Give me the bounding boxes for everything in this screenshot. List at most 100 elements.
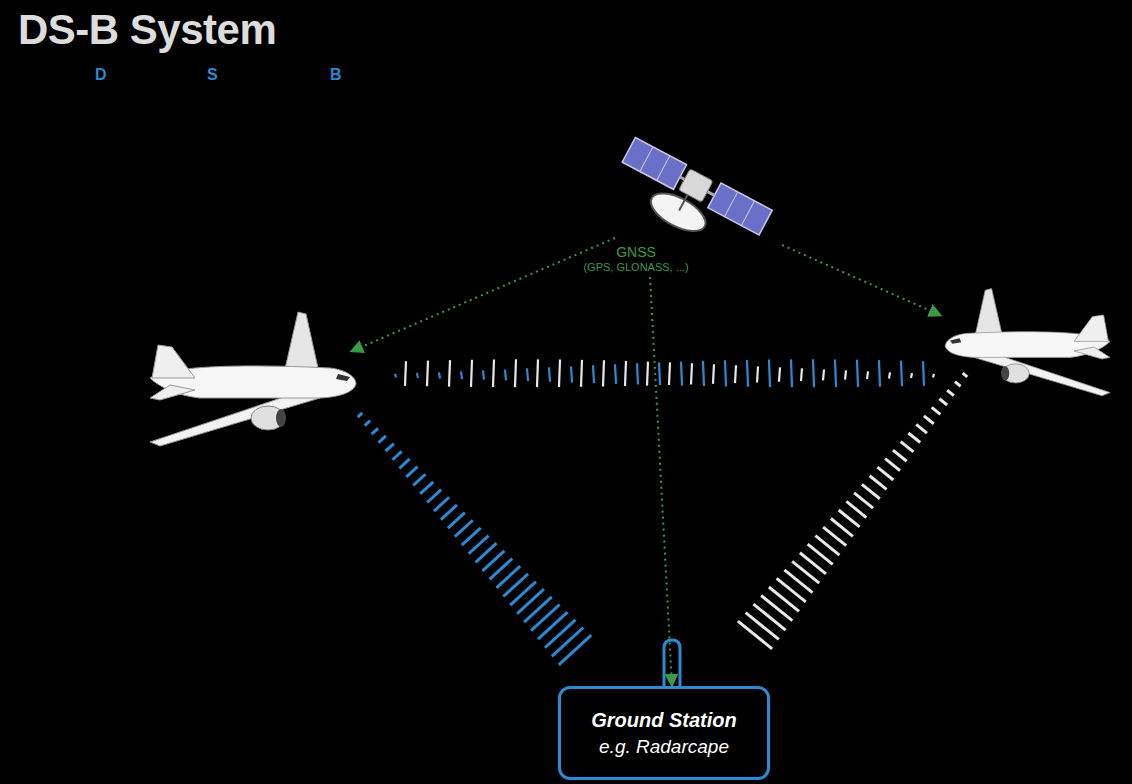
signal-stroke	[483, 370, 484, 379]
signal-stroke	[893, 450, 907, 461]
signal-stroke	[448, 513, 465, 529]
signal-stroke	[462, 528, 481, 545]
signal-stroke	[637, 363, 638, 384]
signal-stroke	[505, 369, 506, 380]
signal-stroke	[552, 627, 583, 656]
signal-stroke	[862, 484, 880, 498]
acronym-letter: B	[330, 66, 342, 84]
signal-stroke	[527, 368, 528, 381]
signal-stroke	[703, 361, 704, 386]
node-heading: GNSS	[581, 244, 691, 260]
signal-stroke	[831, 519, 853, 537]
signal-stroke	[691, 363, 692, 384]
signal-stroke	[434, 497, 449, 511]
signal-stroke	[911, 373, 912, 378]
signal-stroke	[735, 365, 736, 383]
signal-stroke	[593, 365, 594, 383]
signal-stroke	[549, 367, 550, 381]
cockpit-window	[336, 374, 350, 381]
signal-stroke	[713, 364, 714, 384]
signal-stroke	[405, 361, 406, 386]
signal-stroke	[392, 451, 401, 459]
signal-stroke	[358, 413, 362, 417]
signal-stroke	[835, 359, 836, 387]
signal-stroke	[908, 433, 920, 443]
signal-stroke	[471, 360, 472, 387]
node-subtext: e.g. Radarcape	[575, 736, 753, 758]
signal-stroke	[449, 360, 450, 387]
signal-stroke	[955, 382, 961, 387]
signal-stroke	[615, 364, 616, 384]
signal-stroke	[857, 360, 858, 387]
signal-stroke	[581, 360, 582, 387]
signal-stroke	[813, 359, 814, 387]
title: DS-B System	[18, 6, 276, 54]
signal-stroke	[517, 589, 544, 613]
gnss-signal-connector	[650, 277, 672, 685]
signal-stroke	[901, 361, 902, 387]
signal-stroke	[753, 604, 785, 630]
signal-stroke	[524, 597, 552, 622]
signal-stroke	[455, 520, 473, 536]
signal-stroke	[901, 442, 914, 452]
panel-line	[725, 192, 738, 217]
node-subtext: (GPS, GLONASS, ...)	[581, 261, 691, 273]
signal-stroke	[379, 436, 386, 443]
signal-stroke	[846, 501, 866, 517]
signal-stroke	[559, 360, 560, 387]
signal-stroke	[870, 476, 887, 490]
satellite-dish	[645, 186, 711, 239]
signal-stroke	[681, 362, 682, 386]
signal-stroke	[469, 536, 489, 554]
signal-stroke	[461, 371, 462, 379]
signal-stroke	[399, 459, 409, 468]
signal-stroke	[386, 444, 394, 452]
gnss-signal	[352, 238, 615, 351]
signal-stroke	[747, 360, 748, 387]
signal-stroke	[947, 390, 954, 395]
signal-stroke	[854, 493, 873, 508]
signal-stroke	[877, 467, 893, 480]
signal-stroke	[845, 370, 846, 379]
signal-stroke	[669, 362, 670, 385]
signal-stroke	[823, 369, 824, 380]
signal-stroke	[559, 635, 591, 665]
signal-stroke	[889, 372, 890, 378]
gnss-label-group: GNSS(GPS, GLONASS, ...)	[581, 244, 691, 273]
signal-stroke	[746, 613, 779, 640]
signal-stroke	[769, 360, 770, 387]
signal-stroke	[769, 587, 799, 611]
signal-stroke	[932, 407, 941, 414]
signal-stroke	[372, 428, 378, 434]
signal-stroke	[545, 620, 576, 648]
signal-stroke	[924, 416, 934, 424]
signal-stroke	[538, 612, 568, 639]
aircraft-wing	[150, 395, 320, 446]
signal-stroke	[365, 421, 370, 426]
signal-stroke	[963, 373, 968, 377]
signal-stroke	[779, 367, 780, 381]
signal-stroke	[493, 359, 494, 387]
signal-stroke	[625, 361, 626, 386]
signal-stroke	[603, 360, 604, 386]
panel-line	[741, 201, 754, 226]
signal-stroke	[761, 596, 792, 621]
aircraft	[150, 312, 356, 446]
signal-stroke	[879, 360, 880, 387]
aircraft-wing	[285, 312, 318, 369]
acronym-letter: D	[95, 66, 107, 84]
signal-stroke	[406, 467, 417, 477]
signal-stroke	[515, 359, 516, 387]
panel-line	[657, 156, 670, 181]
signal-stroke	[738, 621, 772, 649]
signal-stroke	[839, 510, 860, 527]
aircraft-tail	[152, 345, 195, 378]
solar-panel	[708, 183, 772, 235]
signal-stroke	[427, 361, 428, 387]
signal-stroke	[413, 474, 425, 485]
signal-stroke	[923, 361, 924, 386]
signal-stroke	[439, 372, 440, 378]
signal-stroke	[867, 371, 868, 379]
